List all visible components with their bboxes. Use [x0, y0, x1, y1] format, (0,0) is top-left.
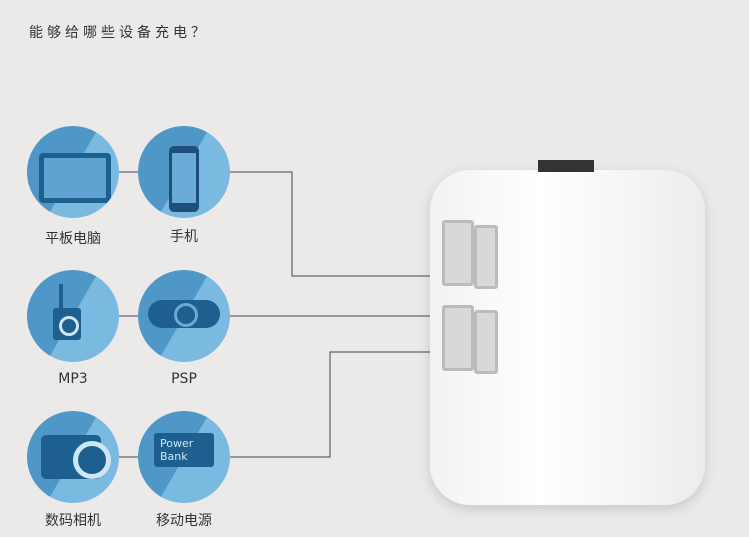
usb-port	[442, 220, 474, 286]
device-label-mp3: MP3	[58, 371, 88, 387]
device-label-tablet: 平板电脑	[45, 231, 101, 247]
usb-port	[474, 310, 498, 374]
usb-port	[442, 305, 474, 371]
phone-icon	[138, 126, 230, 218]
usb-charger-image	[430, 160, 705, 505]
page-title: 能够给哪些设备充电？	[29, 25, 209, 41]
power-bank-text-2: Bank	[160, 450, 188, 463]
device-label-phone: 手机	[170, 229, 198, 245]
device-label-power-bank: 移动电源	[156, 513, 212, 529]
usb-port	[474, 225, 498, 289]
power-bank-text-1: Power	[160, 437, 194, 450]
device-label-psp: PSP	[171, 371, 197, 387]
power-bank-icon: Power Bank	[138, 411, 230, 503]
psp-icon	[138, 270, 230, 362]
tablet-icon	[27, 126, 119, 218]
device-label-camera: 数码相机	[45, 513, 101, 529]
mp3-player-icon	[27, 270, 119, 362]
camera-icon	[27, 411, 119, 503]
